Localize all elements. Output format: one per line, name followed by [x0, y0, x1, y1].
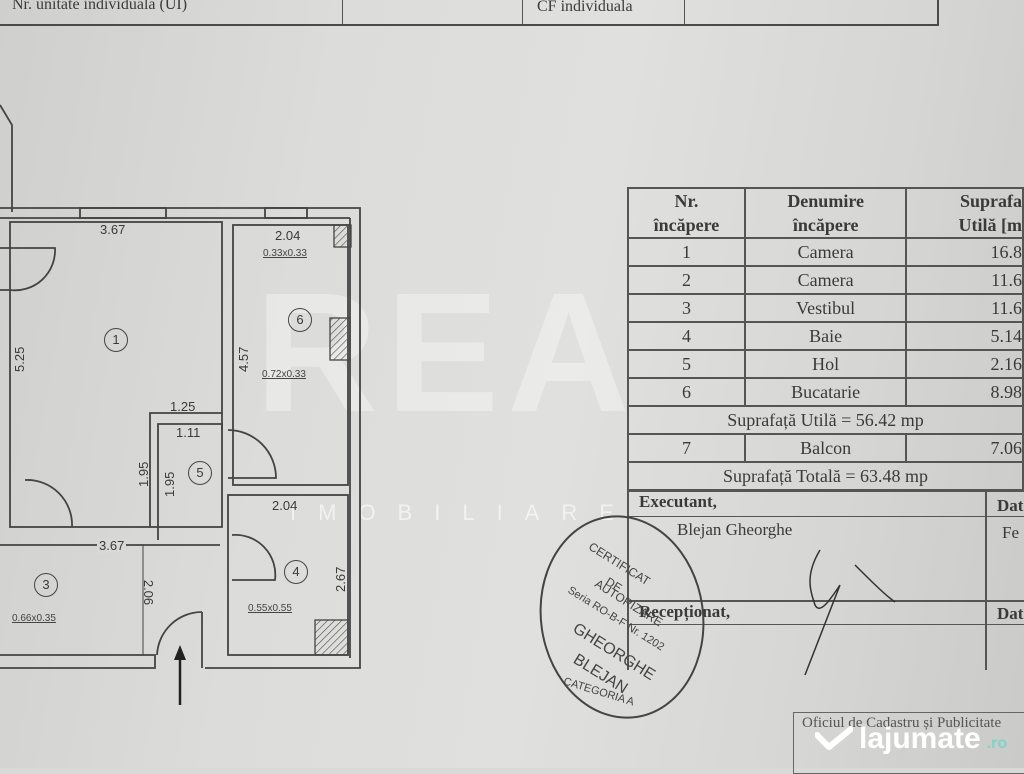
duct-label-room3: 0.66x0.35	[12, 613, 56, 624]
dim-room6-height: 4.57	[236, 346, 251, 372]
room-number-3: 3	[34, 573, 58, 597]
total-area: Suprafață Totală = 63.48 mp	[627, 461, 1024, 491]
duct-label-room6-side: 0.72x0.33	[262, 369, 306, 380]
total-row: Suprafață Totală = 63.48 mp	[627, 461, 1024, 491]
dim-room5-right: 1.95	[162, 471, 177, 497]
handwritten-signature	[804, 549, 896, 676]
header-nr: Nr.încăpere	[627, 187, 746, 239]
duct-label-room4: 0.55x0.55	[248, 603, 292, 614]
handshake-icon	[815, 726, 853, 750]
subtotal-row: Suprafață Utilă = 56.42 mp	[627, 405, 1024, 435]
floor-plan	[0, 104, 361, 705]
date-label: Dat	[997, 496, 1024, 515]
signature-block: Executant, Blejan Gheorghe Dat Fe Recepț…	[627, 490, 1024, 670]
room-number-4: 4	[284, 560, 308, 584]
brand-name: lajumate	[859, 722, 981, 755]
executant-name: Blejan Gheorghe	[677, 520, 793, 539]
dim-room1-height: 5.25	[12, 346, 27, 372]
dim-room4-width: 2.04	[272, 498, 298, 513]
room-number-1: 1	[104, 328, 128, 352]
duct-label-room6-top: 0.33x0.33	[263, 248, 307, 259]
watermark-logo: REA	[255, 258, 638, 448]
header-cell-mid: CF individuala	[537, 0, 633, 15]
dim-room4-height: 2.67	[333, 566, 348, 592]
dim-room3-height: 2.06	[141, 579, 157, 606]
header-table: Nr. unitate individuala (UI) CF individu…	[0, 0, 939, 26]
dim-room6-width: 2.04	[275, 228, 301, 243]
date-value: Fe	[1002, 523, 1019, 542]
header-cell-left: Nr. unitate individuala (UI)	[12, 0, 188, 13]
dim-room5-top: 1.25	[170, 399, 196, 414]
watermark-subtitle: IMOBILIARE	[290, 500, 636, 525]
lajumate-logo: lajumate .ro	[815, 722, 1007, 756]
room-number-6: 6	[288, 308, 312, 332]
brand-tld: .ro	[986, 735, 1008, 752]
executant-label: Executant,	[639, 492, 717, 511]
dim-room3-width: 3.67	[97, 538, 127, 553]
dim-room5-inner: 1.11	[176, 425, 201, 440]
receptionat-label: Recepționat,	[639, 602, 731, 621]
dim-room5-left: 1.95	[136, 461, 151, 487]
room-number-5: 5	[188, 461, 212, 485]
dim-room1-width: 3.67	[100, 222, 126, 237]
date-label-2: Dat	[997, 604, 1024, 623]
subtotal-useful-area: Suprafață Utilă = 56.42 mp	[627, 405, 1024, 435]
